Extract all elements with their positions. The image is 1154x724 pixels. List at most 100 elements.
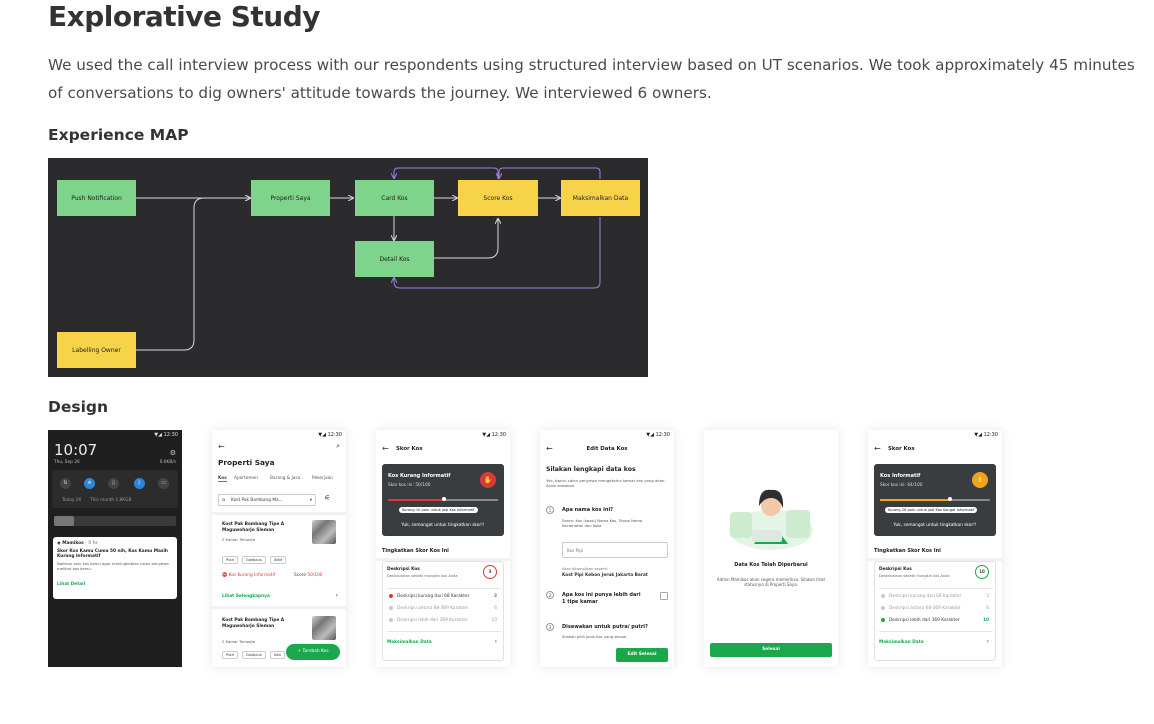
criteria-title: Deskripsi Kos	[879, 567, 912, 572]
score-card-title: Kos Informatif	[880, 473, 921, 479]
page-title: Explorative Study	[48, 0, 321, 33]
kos-card-title[interactable]: Kost Pak Bambang Tipe A Maguwoharjo Slem…	[222, 522, 285, 533]
experience-map: Push Notification Properti Saya Card Kos…	[48, 158, 648, 377]
network-speed: 0.0KB/s	[159, 460, 176, 465]
score-progress-knob	[442, 497, 446, 501]
kos-photo-2	[312, 616, 336, 640]
motivation-text: Yuk, semangat untuk tingkatkan skor!!	[893, 523, 977, 528]
clock: 10:07	[54, 441, 98, 459]
filter-icon[interactable]: ⚟	[324, 494, 331, 502]
back-arrow-icon[interactable]: ←	[382, 444, 389, 453]
chip-putri: Putri	[222, 556, 239, 564]
check-value-1: 3	[494, 594, 497, 599]
node-maksimalkan-data: Maksimalkan Data	[561, 180, 640, 216]
score-card-score: Skor kos ini: 64/100	[880, 483, 923, 488]
tab-kos[interactable]: Kos	[218, 476, 227, 482]
score-card: Kos Kurang Informatif Skor kos ini: 50/1…	[382, 464, 504, 536]
score-progress-fill	[880, 499, 950, 501]
status-bar: ▼◢ 12:30	[974, 432, 998, 438]
chip-aktif-2: Akti	[270, 651, 285, 659]
search-icon[interactable]: ⌕	[336, 442, 340, 450]
criteria-title: Deskripsi Kos	[387, 567, 420, 572]
see-more-link[interactable]: Lihat Selengkapnya	[222, 594, 270, 599]
status-bar: ▼◢ 12:30	[646, 432, 670, 438]
question-1-hint: Saran: Kos (spasi) Nama Kos, Tanpa Nama …	[562, 518, 643, 528]
chevron-right-icon[interactable]: ›	[494, 638, 497, 645]
node-score-kos: Score Kos	[458, 180, 538, 216]
score-pill: Kurang 26 poin untuk jadi Kos Sangat Inf…	[885, 507, 978, 513]
display-note: Akan ditampilkan seperti:	[562, 567, 609, 571]
check-label-1: Deskripsi kurang dari 68 Karakter	[397, 594, 470, 599]
score-progress-track	[880, 499, 990, 501]
back-arrow-icon[interactable]: ←	[546, 444, 553, 453]
check-label-3: Deskripsi lebih dari 369 Karakter	[889, 618, 960, 623]
success-illustration	[729, 489, 813, 550]
maximize-data-link[interactable]: Maksimalkan Data	[879, 640, 924, 645]
score-progress-knob	[948, 497, 952, 501]
check-value-3: 10	[491, 618, 497, 623]
question-3-hint: Silakan pilih jenis kos yang sesuai.	[562, 634, 628, 639]
chevron-right-icon[interactable]: ›	[986, 638, 989, 645]
notification-title: Skor Kos Kamu Cuma 50 nih, Kos Kamu Masi…	[57, 549, 168, 560]
edit-done-button[interactable]: Edit Selesai	[616, 648, 668, 662]
tab-apartemen[interactable]: Apartemen	[234, 476, 258, 481]
battery-icon[interactable]: ▯	[108, 478, 119, 489]
back-arrow-icon[interactable]: ←	[874, 444, 881, 453]
header-title: Edit Data Kos	[586, 446, 628, 452]
tab-pekerjaan[interactable]: Pekerjaan	[312, 476, 334, 481]
check-circle-icon	[881, 618, 885, 622]
score-card-title: Kos Kurang Informatif	[388, 473, 451, 479]
notification-app: ◉ Mamikos · 5 hr	[57, 541, 98, 546]
wifi-icon[interactable]: ≋	[84, 478, 95, 489]
app-header: ← Edit Data Kos	[540, 442, 674, 456]
data-usage-month: This month 1.8KGB	[90, 498, 132, 503]
check-value-2: 6	[494, 606, 497, 611]
add-kos-button[interactable]: + Tambah Kos	[286, 644, 340, 660]
loop-score-card-top	[394, 167, 499, 179]
brightness-slider[interactable]	[54, 516, 176, 526]
status-bar: ▼◢ 12:30	[318, 432, 342, 438]
criteria-card: Deskripsi Kos Deskripsikan sedetil mungk…	[874, 561, 996, 661]
step-2: 2	[546, 591, 554, 599]
notification-link[interactable]: Lihat Detail	[57, 582, 86, 587]
header-title: Skor Kos	[888, 446, 915, 452]
kos-selector[interactable]: ⌂Kost Pak Bambang Ma...▾	[218, 494, 316, 506]
kos-card-title-2[interactable]: Kost Pak Bambang Tipe A Maguwoharjo Slem…	[222, 618, 285, 629]
cast-icon[interactable]: ▭	[158, 478, 169, 489]
date: Thu, Sep 26	[54, 460, 80, 465]
criteria-score-ring: 10	[975, 565, 989, 579]
edge-labeling-properti	[136, 198, 250, 351]
maximize-data-link[interactable]: Maksimalkan Data	[387, 640, 432, 645]
check-circle-icon	[389, 618, 393, 622]
section-title: Tingkatkan Skor Kos Ini	[382, 548, 449, 554]
kos-card-rooms-2: 2 Kamar Tersedia	[222, 639, 255, 644]
kos-name-input[interactable]	[562, 542, 668, 558]
node-properti-saya: Properti Saya	[251, 180, 330, 216]
chevron-right-icon[interactable]: ›	[335, 592, 338, 599]
notification-card[interactable]: ◉ Mamikos · 5 hr Skor Kos Kamu Cuma 50 n…	[53, 537, 177, 599]
screen-success: Data Kos Telah Diperbarui Admin Mamikos …	[704, 430, 838, 667]
screen-notification: ▼◢ 12:30 10:07 Thu, Sep 26 0.0KB/s ⚙ ⇅ ≋…	[48, 430, 182, 667]
header-title: Skor Kos	[396, 446, 423, 452]
x-icon	[389, 594, 393, 598]
chevron-down-icon: ▾	[309, 498, 312, 503]
criteria-card: Deskripsi Kos Deskripsikan sedetil mungk…	[382, 561, 504, 661]
intro-paragraph: We used the call interview process with …	[48, 56, 1135, 102]
swap-icon[interactable]: ⇅	[60, 478, 71, 489]
check-circle-icon	[881, 606, 885, 610]
chip-goldplus: Goldplus	[242, 556, 266, 564]
tab-barang-jasa[interactable]: Barang & Jasa	[270, 476, 301, 481]
multi-room-checkbox[interactable]	[660, 592, 668, 600]
status-badge: ⛔ Kos Kurang Informatif	[222, 573, 276, 578]
score-card-score: Skor kos ini: 50/100	[388, 483, 431, 488]
status-bar: ▼◢ 12:30	[482, 432, 506, 438]
done-button[interactable]: Selesai	[710, 643, 832, 657]
back-arrow-icon[interactable]: ←	[218, 442, 225, 451]
criteria-score-ring: 3	[483, 565, 497, 579]
check-label-3: Deskripsi lebih dari 369 Karakter	[397, 618, 468, 623]
check-value-3: 10	[983, 618, 989, 623]
status-bar: ▼◢ 12:30	[154, 432, 178, 438]
screen-skor-kos-low: ▼◢ 12:30 ← Skor Kos Kos Kurang Informati…	[376, 430, 510, 667]
settings-icon[interactable]: ⚙	[169, 449, 176, 457]
bluetooth-icon[interactable]: ᛒ	[134, 478, 145, 489]
